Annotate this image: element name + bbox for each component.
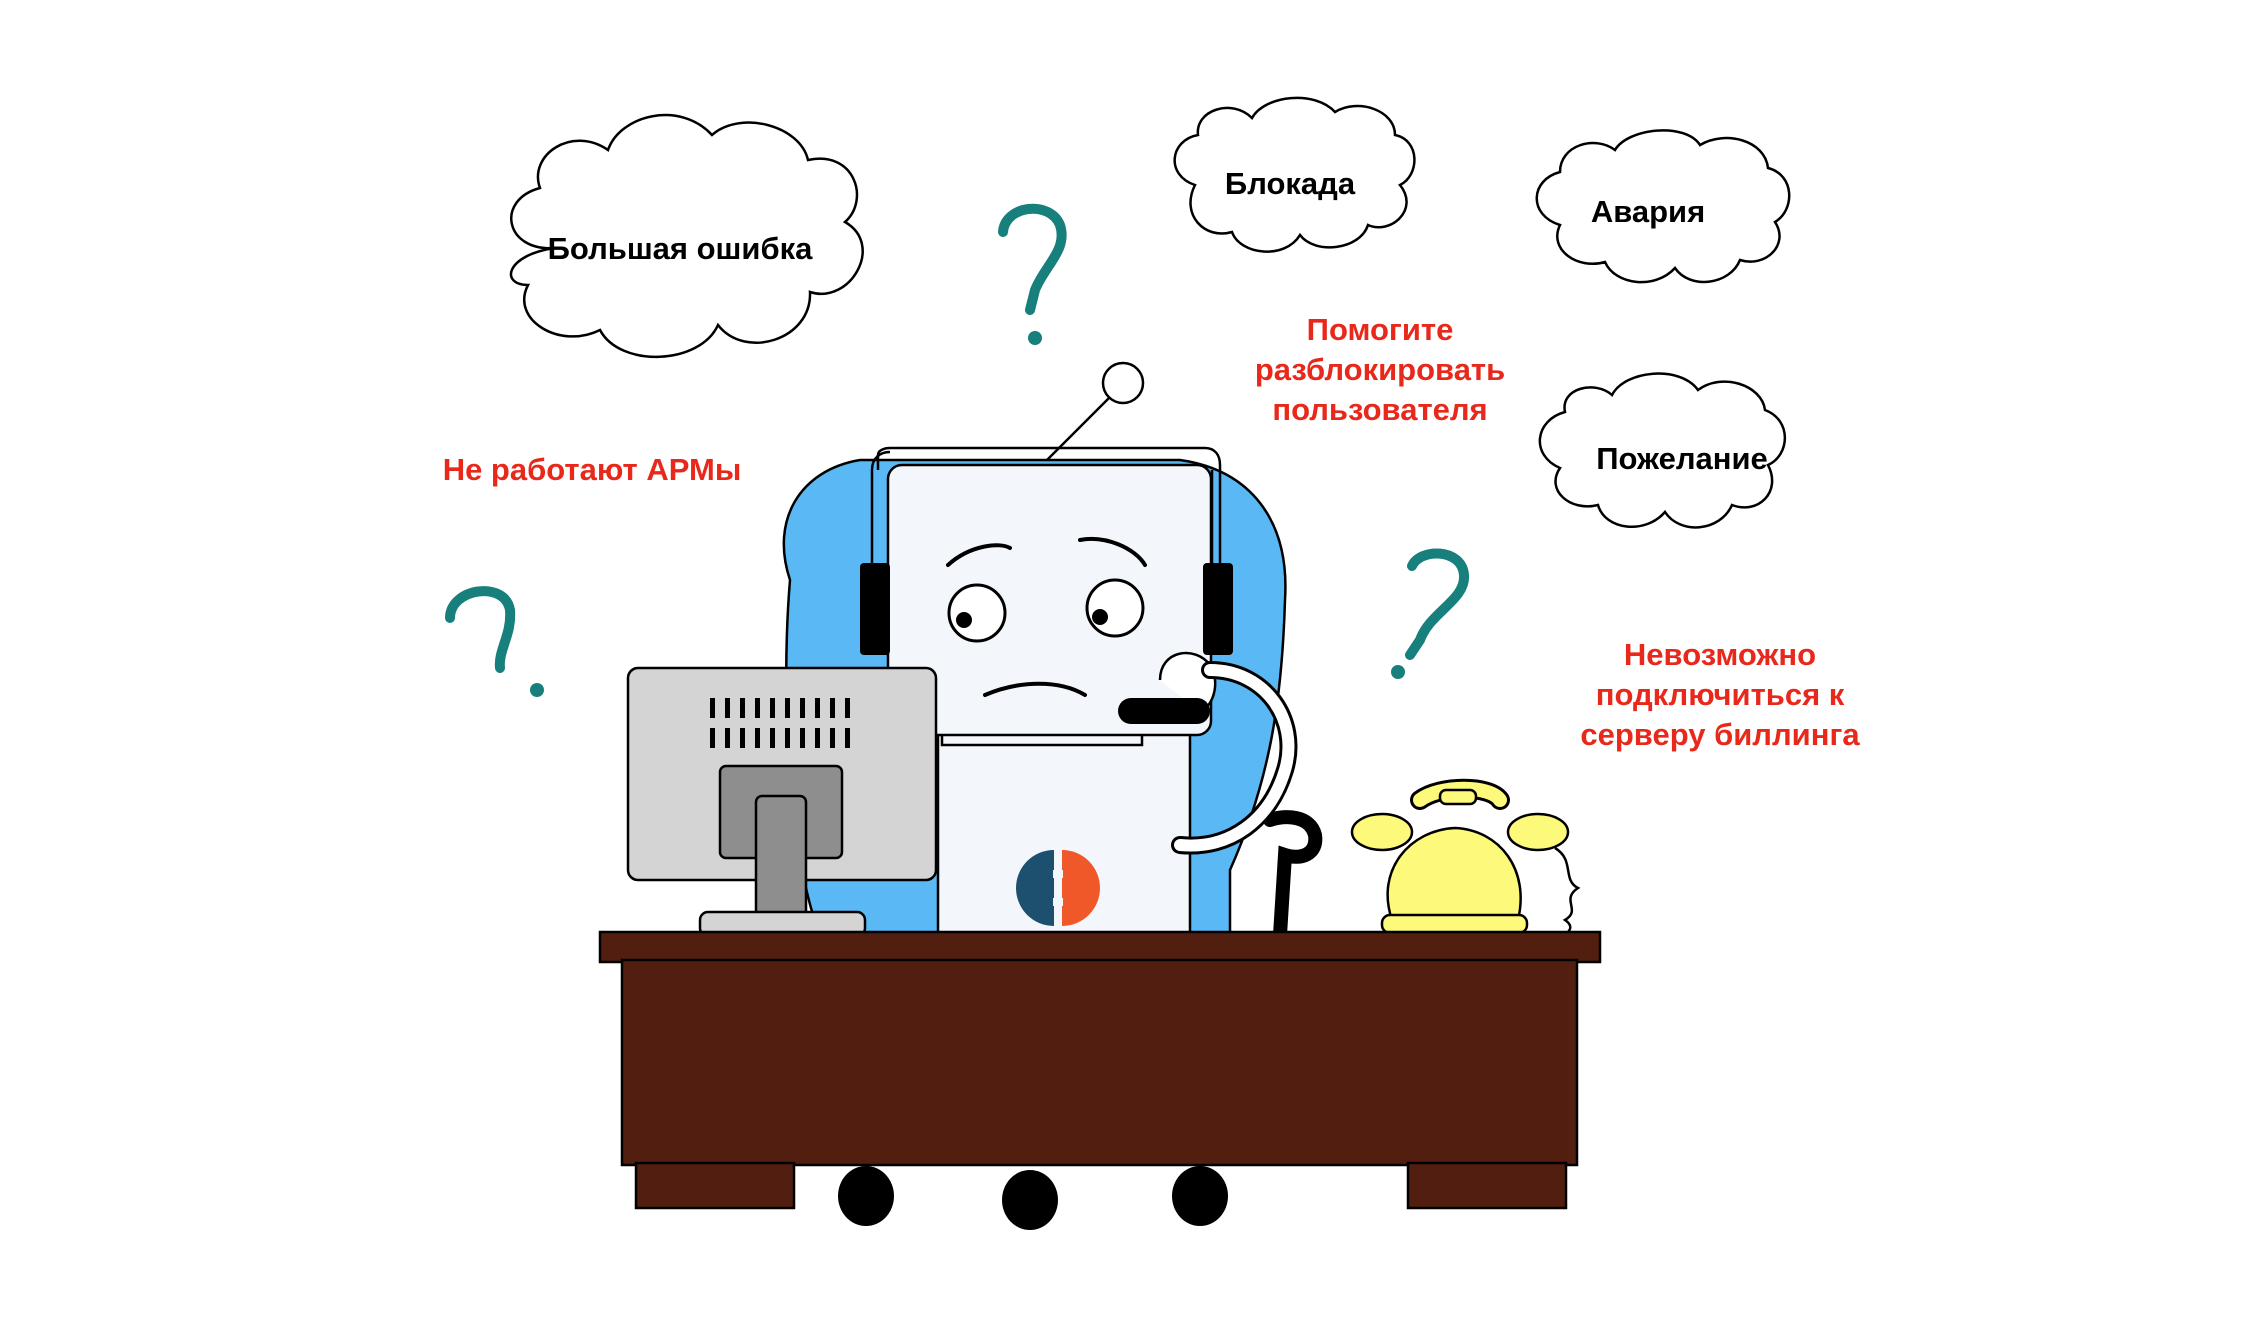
cloud-label-accident: Авария xyxy=(1591,194,1705,229)
question-mark-icon xyxy=(998,203,1067,345)
cloud-icon xyxy=(1535,129,1791,284)
message-unblock-user: Помогите разблокировать пользователя xyxy=(1255,312,1505,427)
message-billing-line1: Невозможно xyxy=(1624,637,1816,672)
cloud-icon xyxy=(1538,372,1787,529)
robot-operator xyxy=(860,361,1298,942)
cloud-label-big-error: Большая ошибка xyxy=(548,231,813,266)
message-billing-line2: подключиться к xyxy=(1596,677,1845,712)
message-arm-not-working: Не работают АРМы xyxy=(443,452,742,487)
cloud-wish: Пожелание xyxy=(1538,372,1787,529)
cloud-label-wish: Пожелание xyxy=(1596,441,1768,476)
computer-monitor xyxy=(626,666,938,938)
cloud-blockade: Блокада xyxy=(1173,96,1416,253)
cloud-icon xyxy=(1173,96,1416,253)
cloud-accident: Авария xyxy=(1535,129,1791,284)
rotary-telephone xyxy=(1350,778,1581,938)
desk xyxy=(598,930,1602,1230)
message-billing: Невозможно подключиться к серверу биллин… xyxy=(1580,637,1860,752)
chair-wheel xyxy=(838,1166,894,1226)
message-unblock-line3: пользователя xyxy=(1272,392,1487,427)
cloud-big-error: Большая ошибка xyxy=(509,113,864,359)
chair-wheel xyxy=(1002,1170,1058,1230)
message-billing-line3: серверу биллинга xyxy=(1580,717,1860,752)
message-unblock-line1: Помогите xyxy=(1307,312,1454,347)
chair-wheel xyxy=(1172,1166,1228,1226)
company-logo xyxy=(1016,850,1100,926)
question-mark-icon xyxy=(445,586,544,697)
message-unblock-line2: разблокировать xyxy=(1255,352,1505,387)
cloud-icon xyxy=(509,113,864,359)
cloud-label-blockade: Блокада xyxy=(1225,166,1356,201)
monitor-vent xyxy=(710,698,850,748)
question-mark-icon xyxy=(1391,548,1469,679)
